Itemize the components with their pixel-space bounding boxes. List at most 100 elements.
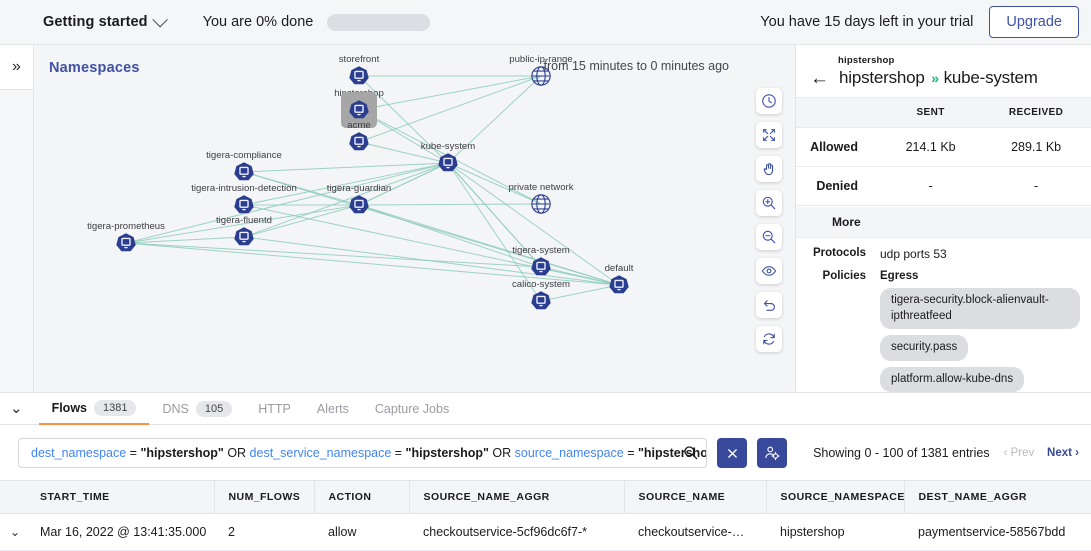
top-bar: Getting started You are 0% done You have… xyxy=(0,0,1091,45)
stats-denied-received: - xyxy=(981,166,1091,206)
graph-node-label-tigera-intrusion-detection: tigera-intrusion-detection xyxy=(191,183,297,194)
detail-header: hipstershop ← hipstershop » kube-system xyxy=(796,45,1091,97)
graph-node-default[interactable] xyxy=(608,274,630,296)
chevron-double-down-icon[interactable]: ⌄ xyxy=(10,400,23,417)
graph-node-label-tigera-fluentd: tigera-fluentd xyxy=(216,215,272,226)
protocols-row: Protocols udp ports 53 xyxy=(796,238,1091,261)
tab-alerts[interactable]: Alerts xyxy=(304,392,362,425)
graph-node-storefront[interactable] xyxy=(348,65,370,87)
progress-label: You are 0% done xyxy=(202,14,314,30)
detail-breadcrumb: hipstershop xyxy=(838,55,895,66)
back-arrow-icon[interactable]: ← xyxy=(810,67,829,89)
stats-allowed-received: 289.1 Kb xyxy=(981,127,1091,167)
more-section-header[interactable]: More xyxy=(796,206,1091,238)
flows-header-expander xyxy=(0,480,26,514)
search-row: dest_namespace = "hipstershop" OR dest_s… xyxy=(0,425,1091,468)
results-count: Showing 0 - 100 of 1381 entries xyxy=(813,446,990,460)
detail-source: hipstershop xyxy=(839,68,925,87)
hand-icon[interactable] xyxy=(756,156,782,182)
graph-edge xyxy=(358,203,542,206)
flow-query-input[interactable]: dest_namespace = "hipstershop" OR dest_s… xyxy=(18,438,708,468)
chevron-down-icon: ⌄ xyxy=(10,525,21,539)
graph-node-label-default: default xyxy=(604,263,634,274)
graph-edge xyxy=(243,204,620,286)
query-token-bool: OR xyxy=(488,446,515,460)
search-icon[interactable] xyxy=(683,445,698,465)
stats-denied-sent: - xyxy=(880,166,982,206)
refresh-icon[interactable] xyxy=(756,326,782,352)
clock-icon[interactable] xyxy=(756,88,782,114)
query-token-val: "hipstershop" xyxy=(140,446,224,460)
flows-header-start-time[interactable]: START_TIME xyxy=(26,480,215,514)
zoom-out-icon[interactable] xyxy=(756,224,782,250)
graph-node-tigera-system[interactable] xyxy=(530,256,552,278)
graph-title: Namespaces xyxy=(49,60,140,76)
flows-header-dest-name-aggr[interactable]: DEST_NAME_AGGR xyxy=(904,480,1091,514)
query-token-op: = xyxy=(126,446,141,460)
upgrade-button[interactable]: Upgrade xyxy=(989,6,1079,38)
policy-chip[interactable]: platform.allow-kube-dns xyxy=(880,366,1025,392)
flows-header-source-name[interactable]: SOURCE_NAME xyxy=(624,480,767,514)
graph-toolbar[interactable] xyxy=(756,88,782,352)
flows-table: START_TIME NUM_FLOWS ACTION SOURCE_NAME_… xyxy=(0,480,1091,551)
graph-node-acme[interactable] xyxy=(348,131,370,153)
graph-node-tigera-fluentd[interactable] xyxy=(233,226,255,248)
graph-node-tigera-compliance[interactable] xyxy=(233,161,255,183)
flows-header-num-flows[interactable]: NUM_FLOWS xyxy=(214,480,315,514)
service-graph-panel[interactable]: Namespaces from 15 minutes to 0 minutes … xyxy=(34,45,795,392)
policy-chip[interactable]: security.pass xyxy=(880,335,969,361)
graph-edge xyxy=(447,75,542,164)
graph-node-hipstershop[interactable] xyxy=(341,92,377,128)
graph-node-kube-system[interactable] xyxy=(437,152,459,174)
graph-edge xyxy=(447,162,542,205)
policy-chip[interactable]: tigera-security.block-alienvault-ipthrea… xyxy=(880,288,1080,330)
graph-edge xyxy=(243,204,360,238)
tab-label: Capture Jobs xyxy=(374,401,450,416)
graph-node-label-tigera-system: tigera-system xyxy=(512,245,570,256)
stats-row-denied: Denied - - xyxy=(796,166,1091,206)
graph-node-label-tigera-compliance: tigera-compliance xyxy=(206,150,282,161)
graph-edge xyxy=(447,162,542,268)
clear-query-button[interactable] xyxy=(717,438,748,468)
tab-http[interactable]: HTTP xyxy=(245,392,304,425)
cell-source-name-aggr: checkoutservice-5cf96dc6f7-* xyxy=(409,513,624,551)
graph-node-label-storefront: storefront xyxy=(338,54,380,65)
graph-edge xyxy=(358,162,449,206)
graph-node-label-tigera-guardian: tigera-guardian xyxy=(326,183,392,194)
column-settings-button[interactable] xyxy=(757,438,788,468)
tab-label: Alerts xyxy=(316,401,349,416)
stats-blank-header xyxy=(796,97,880,128)
table-row[interactable]: ⌄ Mar 16, 2022 @ 13:41:35.000 2 allow ch… xyxy=(0,513,1091,551)
row-expand-button[interactable]: ⌄ xyxy=(0,513,26,551)
policies-label: Policies xyxy=(822,270,866,282)
chevron-down-icon xyxy=(151,11,168,27)
stats-header-sent: SENT xyxy=(880,97,982,128)
graph-node-tigera-guardian[interactable] xyxy=(348,194,370,216)
next-page-button[interactable]: Next › xyxy=(1047,447,1080,459)
sidebar-rail xyxy=(0,90,34,392)
cell-dest-name-aggr: paymentservice-58567bdd xyxy=(904,513,1091,551)
flows-header-source-namespace[interactable]: SOURCE_NAMESPACE xyxy=(766,480,905,514)
graph-node-calico-system[interactable] xyxy=(530,290,552,312)
tab-badge: 105 xyxy=(195,400,233,417)
flows-header-action[interactable]: ACTION xyxy=(314,480,410,514)
graph-node-public-ip-range[interactable] xyxy=(530,65,552,87)
expand-icon[interactable] xyxy=(756,122,782,148)
graph-node-private-network[interactable] xyxy=(530,193,552,215)
tab-capture-jobs[interactable]: Capture Jobs xyxy=(362,392,462,425)
graph-node-tigera-intrusion-detection[interactable] xyxy=(233,194,255,216)
graph-node-tigera-prometheus[interactable] xyxy=(115,232,137,254)
prev-page-button[interactable]: ‹ Prev xyxy=(1003,447,1035,459)
query-token-op: = xyxy=(391,446,406,460)
flows-header-source-name-aggr[interactable]: SOURCE_NAME_AGGR xyxy=(409,480,625,514)
eye-icon[interactable] xyxy=(756,258,782,284)
getting-started-menu[interactable]: Getting started xyxy=(43,11,168,30)
traffic-stats-table: SENT RECEIVED Allowed 214.1 Kb 289.1 Kb … xyxy=(796,97,1091,206)
zoom-in-icon[interactable] xyxy=(756,190,782,216)
undo-icon[interactable] xyxy=(756,292,782,318)
sidebar-expand-button[interactable]: » xyxy=(0,45,34,90)
